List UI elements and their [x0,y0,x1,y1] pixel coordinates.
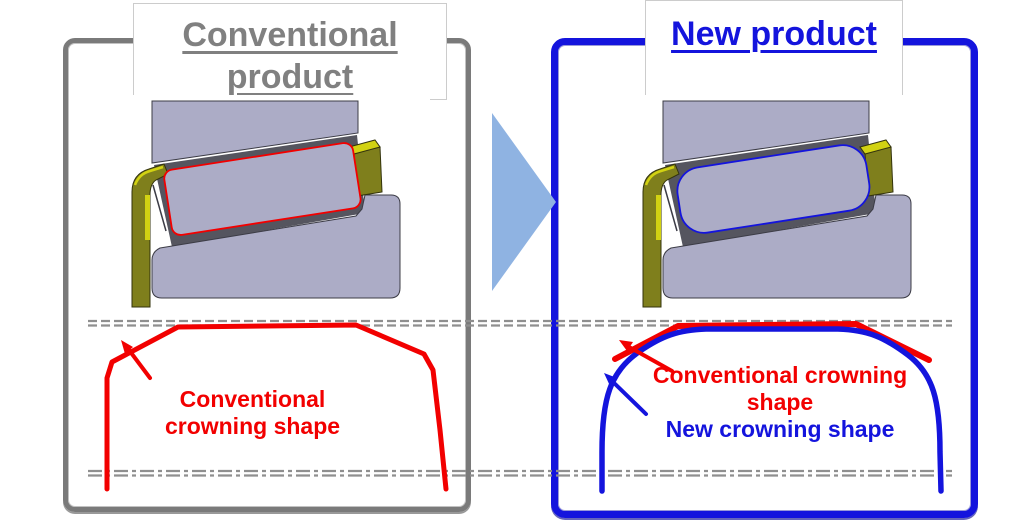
roller-crowning-outline-red [163,142,362,236]
conventional-crowning-label-right: Conventional crowning shape [652,362,908,415]
new-crowning-label: New crowning shape [665,416,895,442]
cage-left-highlight [656,195,661,240]
cage-left-hook-edge [644,165,675,186]
new-title: New product [671,15,877,53]
cage-left-highlight [145,195,150,240]
cage-right-top [859,139,892,155]
right-arrow-icon [492,113,556,291]
roller-conventional [163,142,362,236]
bearing-illustration-new [641,95,941,310]
outer-ring [151,100,359,164]
inner-ring [151,194,401,299]
cage-pocket-edge [152,184,167,232]
cage-left-hook-edge [133,165,164,186]
outer-ring [662,100,870,164]
cage-pocket-edge [663,184,678,232]
conventional-title-box: Conventional product [133,3,447,100]
roller-crowning-outline-blue [676,144,871,234]
conventional-title: Conventional product [182,16,398,96]
inner-ring [662,194,912,299]
bearing-illustration-conventional [130,95,430,310]
roller-new [676,144,871,234]
new-title-box: New product [645,0,903,100]
conventional-crowning-label-left: Conventional crowning shape [164,386,341,439]
